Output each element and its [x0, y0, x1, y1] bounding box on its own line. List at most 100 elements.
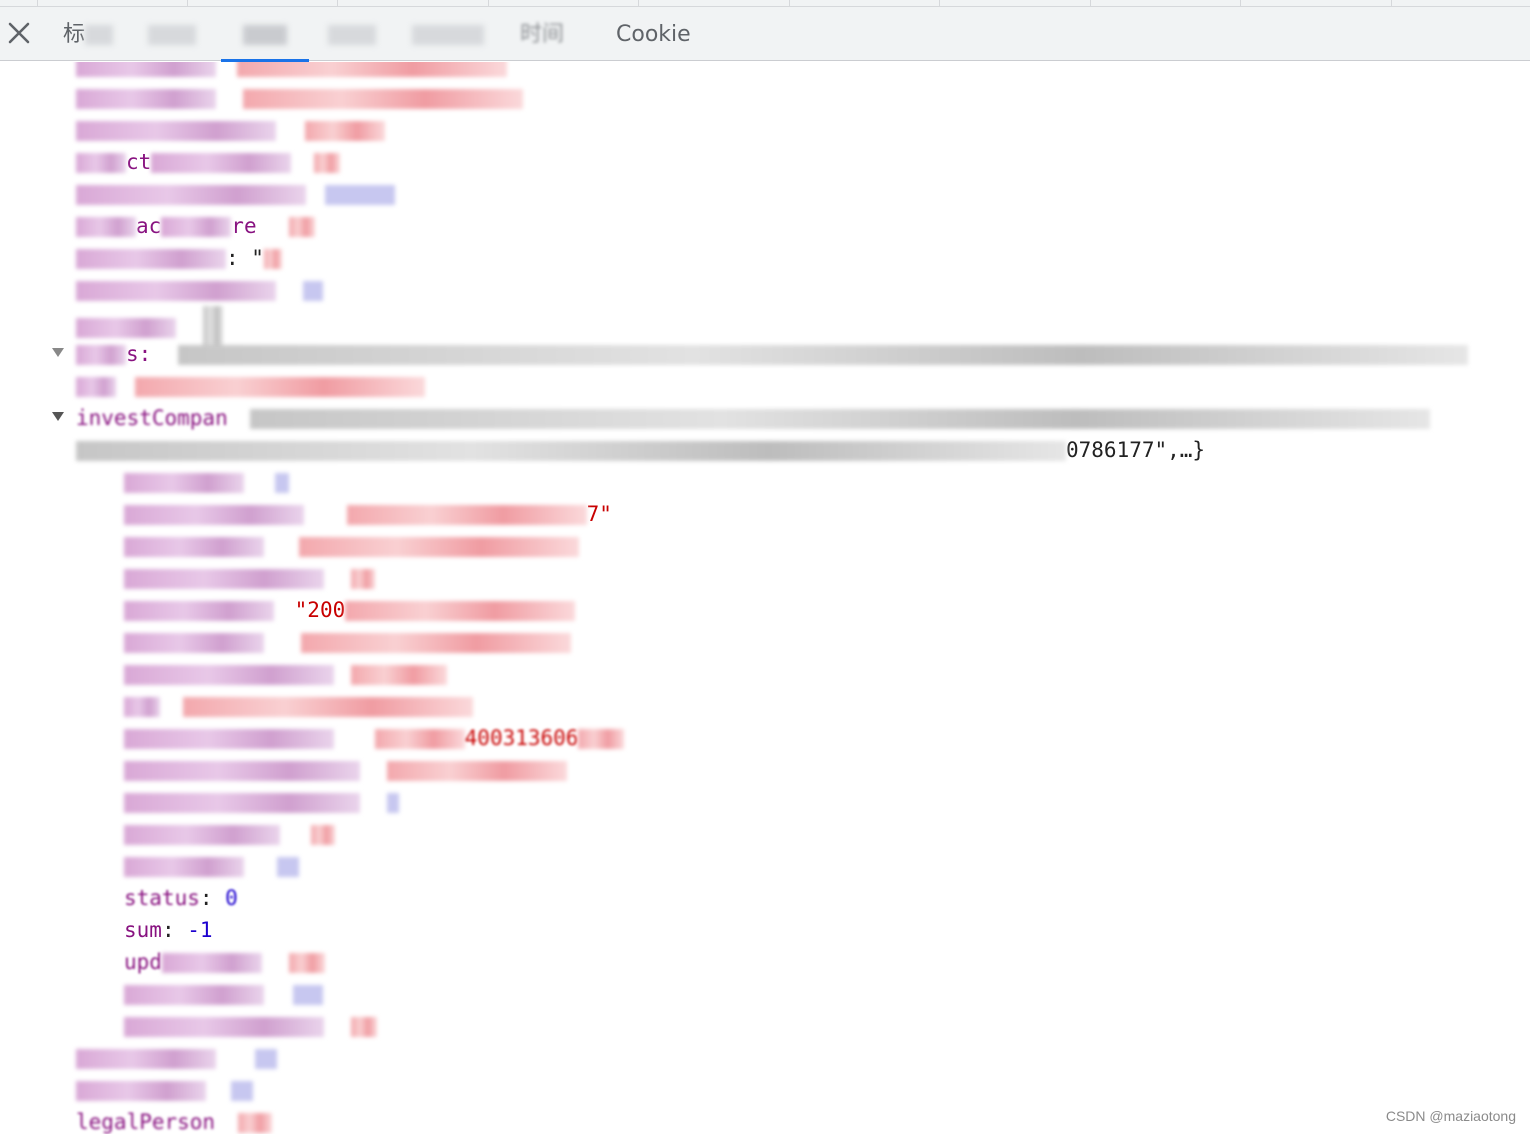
- close-panel-button[interactable]: [6, 20, 32, 46]
- json-key: upd: [124, 950, 162, 974]
- redacted-value: [386, 761, 567, 781]
- redacted-value: [300, 633, 571, 653]
- json-row: status: 0: [124, 886, 238, 910]
- redacted-key: [124, 697, 160, 717]
- json-punctuation: : ": [226, 246, 264, 270]
- json-row[interactable]: s:: [76, 338, 1468, 370]
- redacted-value: [230, 1081, 253, 1101]
- redacted-key: [76, 217, 136, 237]
- json-row: "200: [124, 594, 576, 626]
- json-key: re: [231, 214, 257, 238]
- redacted-key: [151, 153, 292, 173]
- json-row: [124, 754, 567, 786]
- tab-divider: [488, 0, 489, 6]
- json-row: [76, 178, 395, 210]
- tab-timing[interactable]: 时间: [520, 18, 564, 52]
- json-number: 0: [225, 886, 238, 910]
- tab-response[interactable]: [328, 18, 376, 52]
- json-key: sum: [124, 918, 162, 942]
- tab-divider: [1391, 0, 1392, 6]
- json-string-fragment: "200: [294, 598, 346, 622]
- tab-label-redacted: [328, 25, 376, 45]
- json-row: [76, 82, 523, 114]
- tab-cookies[interactable]: Cookie: [616, 18, 691, 52]
- redacted-key: [76, 249, 226, 269]
- redacted-value: [310, 825, 335, 845]
- json-row: [124, 530, 579, 562]
- redacted-key: [124, 601, 274, 621]
- redacted-key: [76, 1081, 206, 1101]
- json-row: [76, 1042, 277, 1074]
- close-icon: [8, 22, 30, 44]
- redacted-value: [350, 665, 447, 685]
- redacted-value: [324, 185, 395, 205]
- devtools-tab-bar: 标 时间 Cookie: [0, 0, 1530, 62]
- redacted-key: [76, 377, 116, 397]
- json-row: [124, 818, 335, 850]
- json-key: s:: [126, 342, 152, 366]
- json-string-fragment: 400313606: [464, 726, 579, 750]
- redacted-value: [236, 62, 507, 77]
- redacted-value: [374, 729, 465, 749]
- json-key: investCompan: [76, 406, 228, 430]
- json-row: [76, 306, 223, 350]
- tab-bar-top-line: [0, 6, 1530, 7]
- redacted-key: [124, 505, 304, 525]
- tab-label-redacted: [243, 25, 287, 45]
- redacted-key: [76, 89, 216, 109]
- redacted-value: [304, 121, 385, 141]
- redacted-key: [161, 217, 232, 237]
- redacted-value: [254, 1049, 277, 1069]
- redacted-array-preview: [177, 345, 1468, 365]
- json-row: [124, 850, 299, 882]
- json-row[interactable]: investCompan: [76, 402, 1431, 434]
- json-key: legalPerson: [76, 1110, 216, 1134]
- json-row: [76, 370, 425, 402]
- tab-divider: [1090, 0, 1091, 6]
- json-row: legalPerson: [76, 1106, 272, 1134]
- redacted-key: [124, 825, 280, 845]
- json-string-fragment: 7": [586, 502, 612, 526]
- json-row: [124, 786, 399, 818]
- tab-divider: [789, 0, 790, 6]
- redacted-value: [237, 1113, 272, 1133]
- redacted-value: [288, 953, 325, 973]
- json-row: [124, 466, 289, 498]
- redacted-object-preview: [250, 409, 1431, 429]
- redacted-key: [124, 633, 264, 653]
- redacted-value: [298, 537, 579, 557]
- tab-headers[interactable]: 标: [63, 18, 114, 52]
- tab-preview[interactable]: [221, 18, 309, 62]
- redacted-value: [386, 793, 399, 813]
- json-row: [76, 114, 385, 146]
- tab-payload[interactable]: [148, 18, 196, 52]
- redacted-key: [124, 1017, 324, 1037]
- redacted-value: [578, 729, 625, 749]
- expand-arrow-icon[interactable]: [52, 348, 64, 357]
- tab-divider: [187, 0, 188, 6]
- redacted-key: [124, 665, 334, 685]
- redacted-key: [124, 537, 264, 557]
- json-row: 400313606: [124, 722, 625, 754]
- collapse-arrow-icon[interactable]: [52, 412, 64, 421]
- json-number: -1: [187, 918, 213, 942]
- redacted-key: [76, 153, 126, 173]
- redacted-value: [292, 985, 323, 1005]
- watermark: CSDN @maziaotong: [1385, 1108, 1516, 1124]
- redacted-key: [76, 281, 276, 301]
- json-row: 7": [124, 498, 612, 530]
- json-row: [76, 1074, 253, 1106]
- tab-label: 时间: [520, 22, 565, 47]
- tab-divider: [939, 0, 940, 6]
- redacted-key: [76, 318, 176, 338]
- json-row: : ": [76, 242, 282, 274]
- tab-label: Cookie: [616, 22, 691, 47]
- json-row: [124, 562, 375, 594]
- redacted-key: [124, 985, 264, 1005]
- json-row: sum: -1: [124, 918, 213, 942]
- tab-initiator[interactable]: [412, 18, 484, 52]
- tab-label-redacted: [148, 25, 196, 45]
- redacted-value: [350, 1017, 377, 1037]
